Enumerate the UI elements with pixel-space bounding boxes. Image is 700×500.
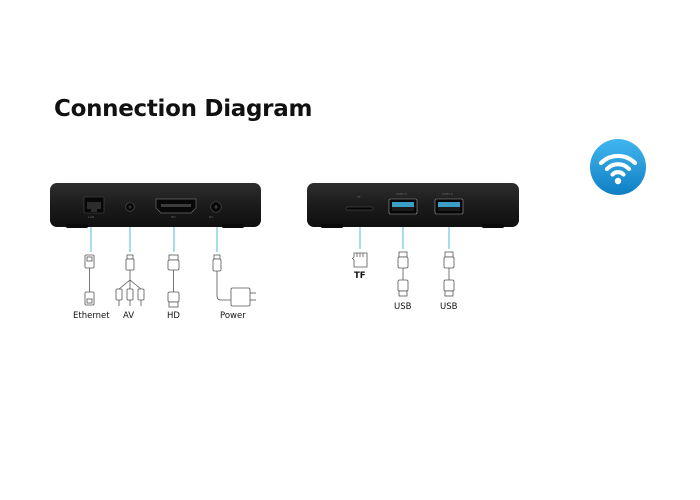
wifi-icon — [590, 139, 646, 195]
av-port — [125, 202, 135, 212]
hd-port: HD — [155, 198, 197, 219]
tf-label: TF — [354, 271, 366, 281]
ethernet-cable-icon — [84, 254, 95, 306]
right-device: TF USB2.0 USB2.0 — [307, 183, 519, 228]
hd-cable-icon — [167, 254, 180, 308]
tf-card-icon — [351, 252, 368, 268]
ethernet-label: Ethernet — [73, 311, 110, 321]
svg-text:HD: HD — [171, 215, 176, 219]
left-device-body — [50, 183, 261, 227]
left-device-foot-2 — [222, 224, 244, 228]
power-port: DC — [209, 201, 222, 219]
svg-text:USB2.0: USB2.0 — [396, 192, 407, 196]
usb-2-label: USB — [440, 302, 458, 312]
usb-port-2: USB2.0 — [434, 192, 464, 215]
av-label: AV — [123, 311, 134, 321]
svg-text:DC: DC — [209, 215, 213, 219]
usb-port-1: USB2.0 — [388, 192, 418, 215]
svg-text:LAN: LAN — [88, 215, 94, 219]
power-adapter-icon — [212, 254, 256, 307]
svg-text:USB2.0: USB2.0 — [442, 192, 453, 196]
tf-card-slot: TF — [345, 195, 374, 211]
left-device-foot-1 — [66, 224, 88, 228]
right-device-foot-2 — [482, 224, 504, 228]
av-cable-icon — [115, 254, 145, 306]
hd-label: HD — [167, 311, 180, 321]
usb-cable-icon-1 — [397, 251, 409, 297]
page-title: Connection Diagram — [54, 96, 313, 122]
usb-cable-icon-2 — [443, 251, 455, 297]
power-label: Power — [220, 311, 246, 321]
right-connector-lines — [359, 227, 450, 249]
usb-1-label: USB — [394, 302, 412, 312]
ethernet-port: LAN — [83, 196, 105, 219]
left-device: LAN HD DC — [50, 183, 261, 228]
svg-text:TF: TF — [356, 195, 361, 199]
right-device-foot-1 — [321, 224, 343, 228]
left-connector-lines — [90, 227, 218, 252]
